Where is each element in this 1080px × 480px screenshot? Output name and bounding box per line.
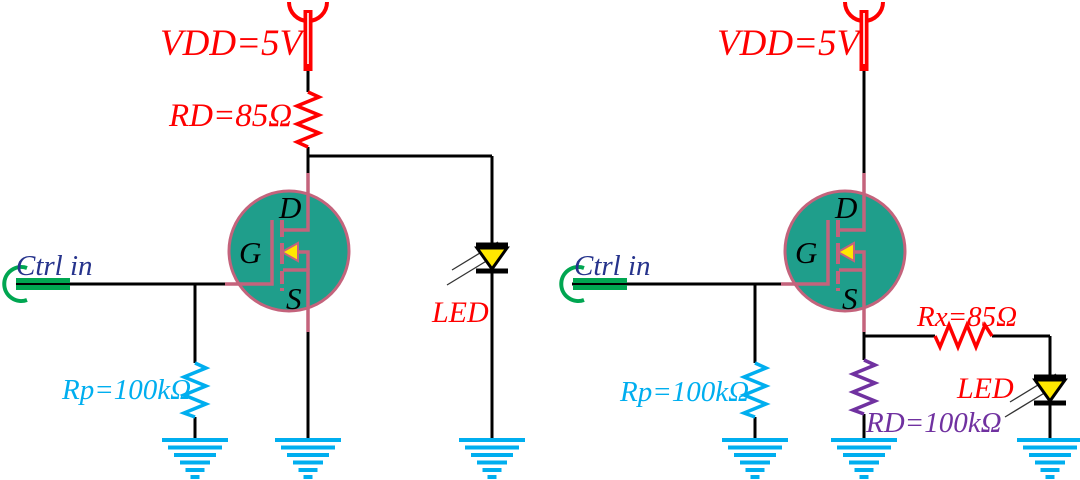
right-ground-rd	[829, 438, 899, 479]
left-pulldown-resistor	[179, 361, 211, 419]
left-rp-label: Rp=100kΩ	[62, 374, 192, 406]
right-source-resistor	[848, 358, 880, 416]
left-circuit	[4, 2, 527, 479]
right-ground-led	[1015, 438, 1080, 479]
left-vdd-label: VDD=5V	[160, 23, 303, 64]
right-vdd-label: VDD=5V	[717, 23, 860, 64]
right-mosfet-drain-label: D	[835, 190, 858, 225]
left-led-label: LED	[432, 296, 489, 329]
left-ground-source	[273, 438, 343, 479]
left-ground-led	[457, 438, 527, 479]
right-mosfet-source-label: S	[842, 281, 858, 316]
right-circuit	[561, 2, 1080, 479]
right-ctrl-label: Ctrl in	[574, 250, 651, 282]
left-wires	[16, 70, 494, 441]
right-wires	[572, 70, 1052, 441]
right-rx-label: Rx=85Ω	[917, 301, 1018, 333]
left-led	[447, 242, 508, 285]
right-mosfet-gate-label: G	[795, 235, 818, 270]
left-rd-label: RD=85Ω	[169, 98, 293, 134]
right-pulldown-resistor	[739, 361, 771, 419]
left-ctrl-label: Ctrl in	[16, 250, 93, 282]
left-ground-rp	[160, 438, 230, 479]
right-rp-label: Rp=100kΩ	[620, 376, 750, 408]
right-led-label: LED	[957, 372, 1014, 405]
right-series-resistor	[933, 320, 994, 352]
left-mosfet-gate-label: G	[239, 235, 262, 270]
right-led	[1005, 374, 1066, 417]
right-ground-rp	[720, 438, 790, 479]
right-rd-label: RD=100kΩ	[866, 407, 1002, 439]
left-mosfet-drain-label: D	[279, 190, 302, 225]
left-drain-resistor	[292, 90, 324, 149]
left-mosfet-source-label: S	[286, 281, 302, 316]
